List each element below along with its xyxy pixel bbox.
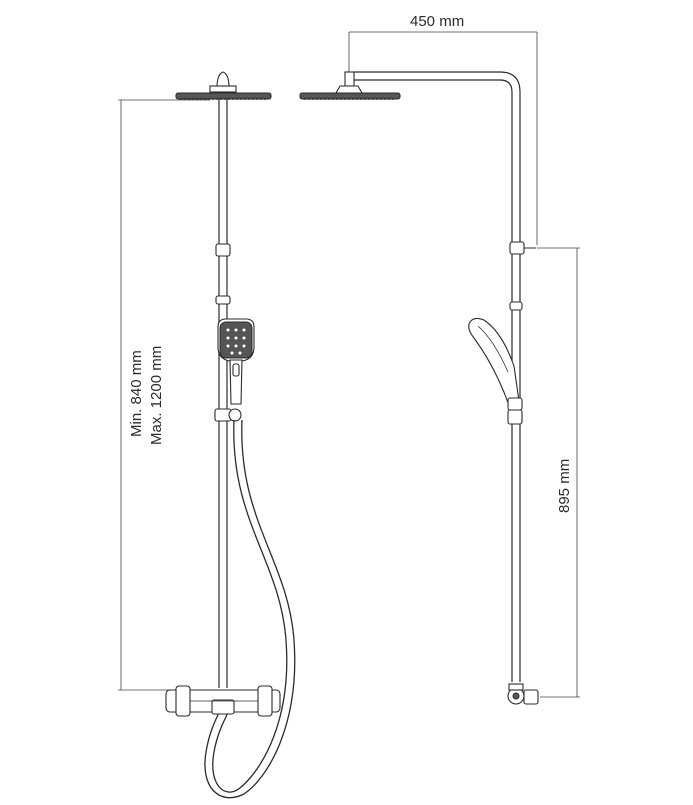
front-riser-pipe: [214, 99, 242, 688]
side-overhead-shower-head: [299, 71, 401, 100]
height-min-label: Min. 840 mm: [128, 350, 145, 437]
front-height-dimension: Min. 840 mm Max. 1200 mm: [118, 99, 210, 691]
handset-height-label: 895 mm: [556, 459, 573, 513]
side-width-dimension: 450 mm: [348, 13, 538, 245]
side-wall-connector: [507, 683, 539, 705]
side-handset-height-dimension: 895 mm: [537, 247, 580, 698]
front-view: Min. 840 mm Max. 1200 mm: [118, 71, 296, 799]
side-hand-shower: [468, 317, 523, 411]
side-shower-arm: [354, 71, 536, 682]
height-max-label: Max. 1200 mm: [148, 346, 165, 445]
side-view: 450 mm: [299, 13, 580, 705]
front-thermostatic-mixer: [165, 685, 281, 717]
front-overhead-shower-head: [175, 71, 272, 100]
front-hand-shower: [217, 318, 255, 405]
front-hose: [204, 419, 296, 799]
width-label: 450 mm: [410, 13, 464, 30]
